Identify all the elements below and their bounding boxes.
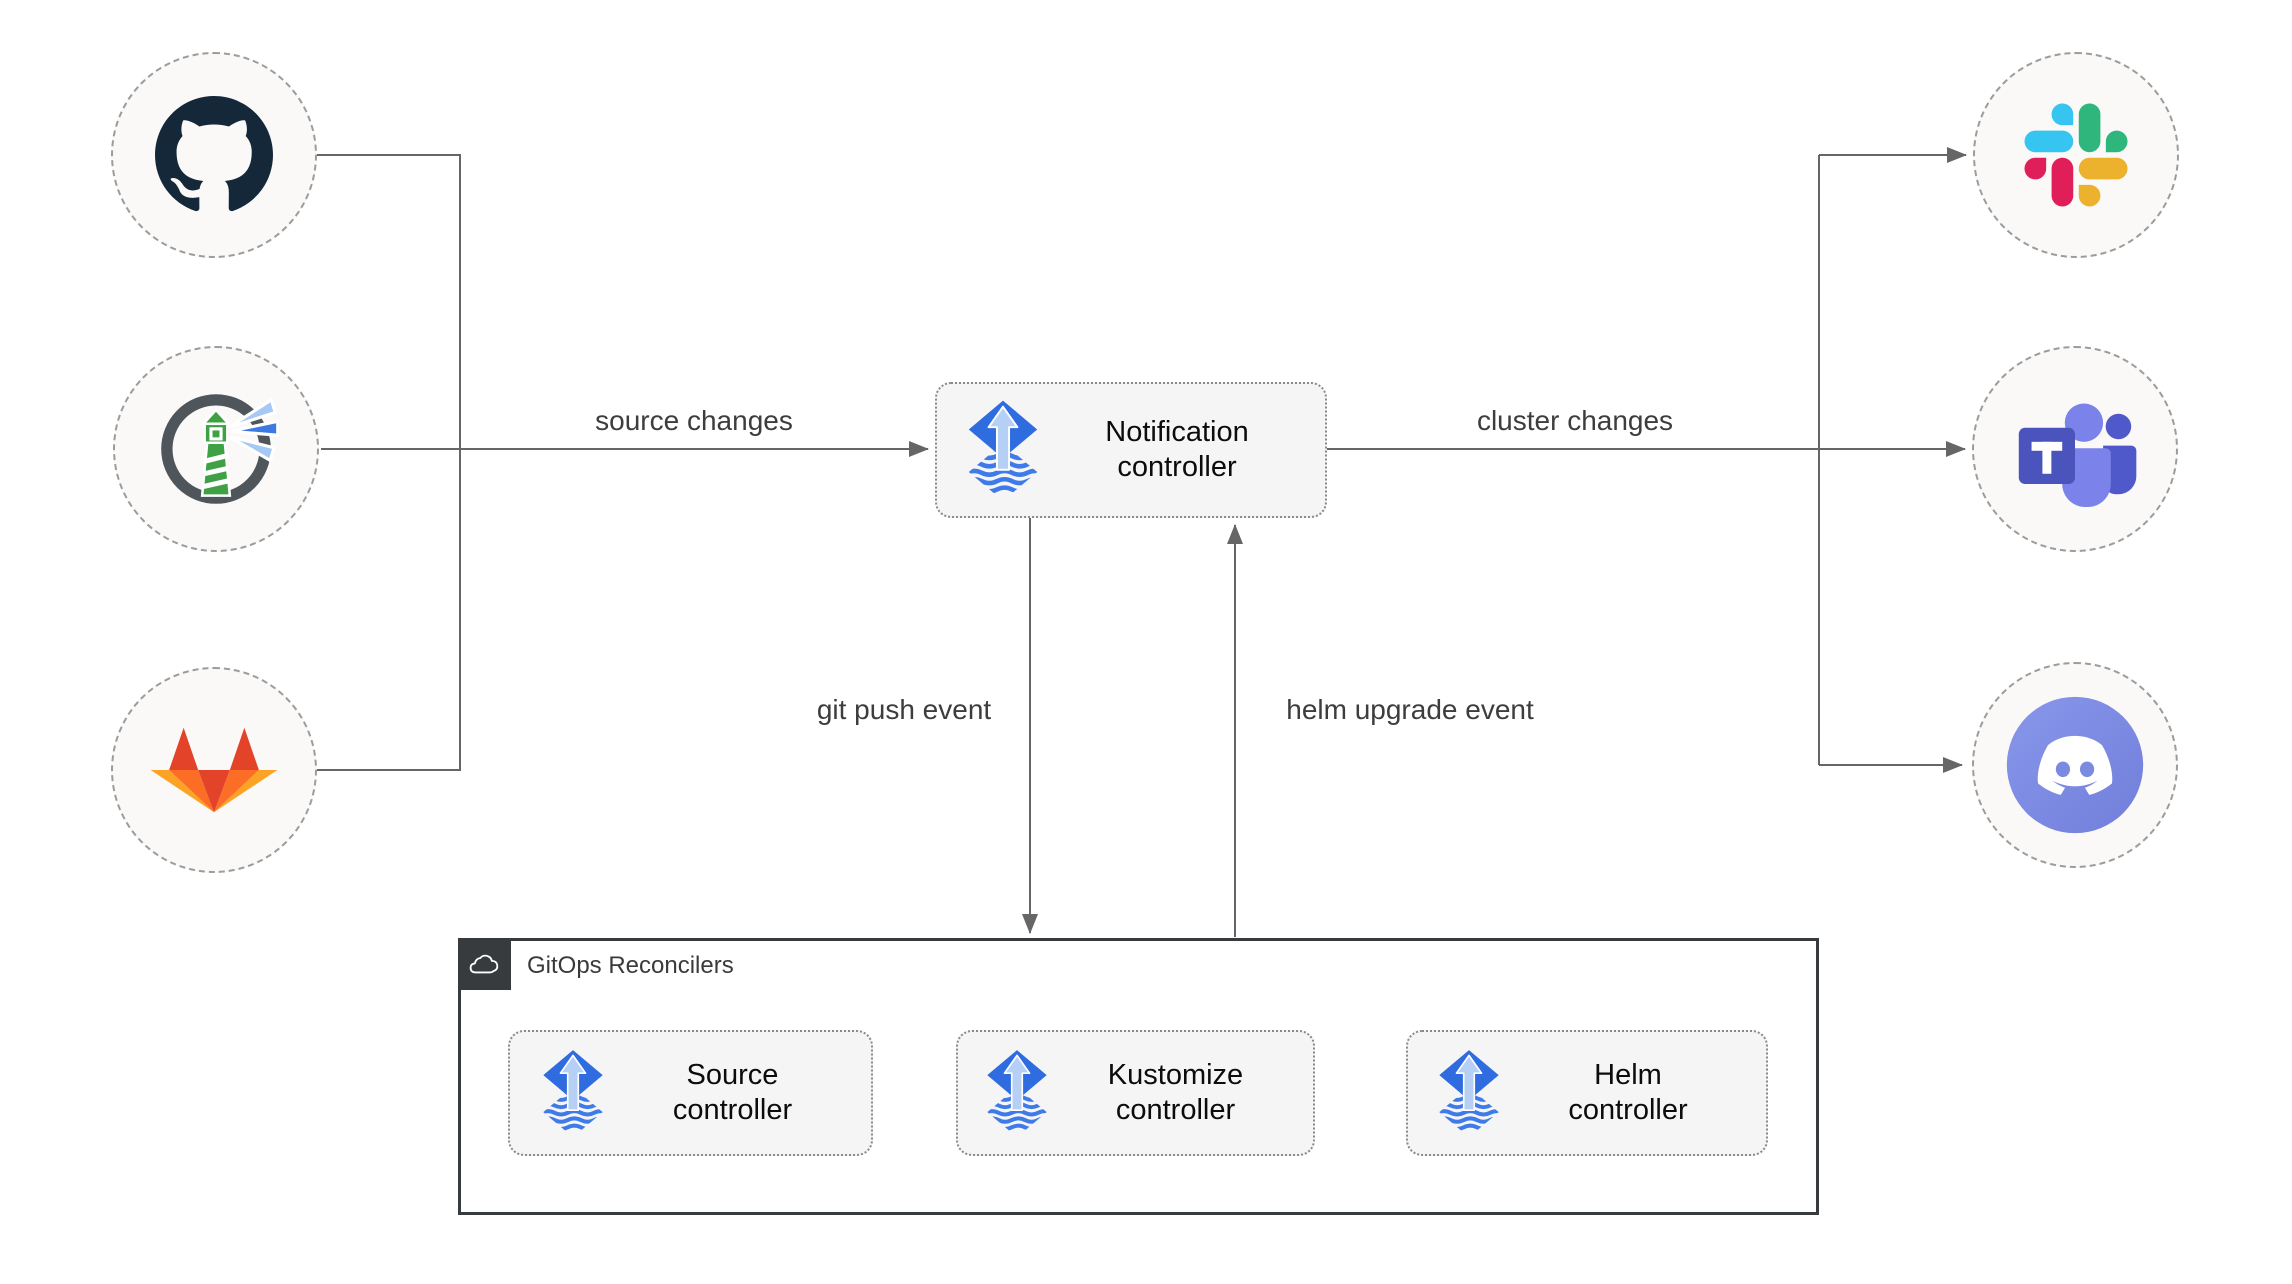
slack-node — [1973, 52, 2179, 258]
source-controller-label: Source controller — [672, 1058, 793, 1126]
teams-node — [1972, 346, 2178, 552]
harbor-node — [113, 346, 319, 552]
kustomize-controller-label: Kustomize controller — [1107, 1058, 1244, 1126]
source-controller-node: Source controller — [508, 1030, 873, 1156]
helm-controller-node: Helm controller — [1406, 1030, 1768, 1156]
helm-controller-label: Helm controller — [1568, 1058, 1688, 1126]
gitlab-node — [111, 667, 317, 873]
flux-icon — [984, 1047, 1050, 1139]
slack-icon — [2024, 103, 2128, 207]
notification-controller-node: Notification controller — [935, 382, 1327, 518]
edge-label-cluster-changes: cluster changes — [1472, 405, 1678, 437]
harbor-icon — [153, 386, 279, 512]
github-icon — [155, 96, 273, 214]
cloud-icon — [467, 950, 503, 979]
container-header-square — [458, 938, 511, 990]
gitops-reconcilers-container: GitOps Reconcilers Source controller Kus… — [458, 938, 1819, 1215]
discord-node — [1972, 662, 2178, 868]
github-node — [111, 52, 317, 258]
container-title: GitOps Reconcilers — [527, 952, 734, 979]
edge-left-trunk — [317, 154, 461, 771]
kustomize-controller-node: Kustomize controller — [956, 1030, 1315, 1156]
edge-label-helm-upgrade-event: helm upgrade event — [1282, 694, 1538, 726]
flux-icon — [965, 398, 1041, 502]
edge-label-source-changes: source changes — [591, 405, 797, 437]
gitlab-icon — [148, 717, 280, 823]
teams-icon — [2011, 392, 2139, 507]
flux-icon — [1436, 1047, 1502, 1139]
flux-icon — [540, 1047, 606, 1139]
discord-icon — [2004, 694, 2146, 836]
notification-controller-label: Notification controller — [1105, 415, 1249, 483]
edge-label-git-push-event: git push event — [812, 694, 996, 726]
